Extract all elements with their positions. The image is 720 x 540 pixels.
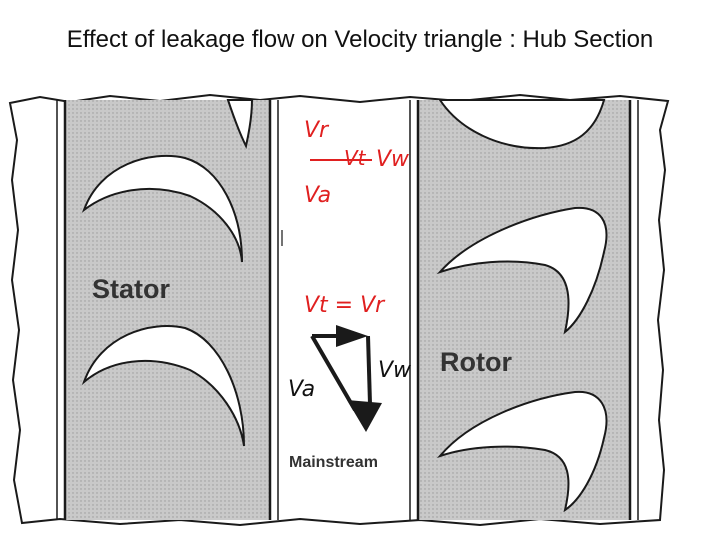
black-annotations: Va Vw xyxy=(288,358,412,402)
velocity-triangle xyxy=(310,325,382,432)
stator-blade-upper xyxy=(81,154,243,263)
rotor-passage xyxy=(409,100,639,520)
stator-label: Stator xyxy=(92,274,171,304)
annotation-vr-top: Vr xyxy=(304,118,330,143)
rotor-blade-middle xyxy=(436,206,608,335)
stator-blade-top-partial xyxy=(226,99,254,149)
annotation-va-bottom: Va xyxy=(288,377,315,402)
annotation-vt-equals-vr: Vt = Vr xyxy=(304,293,386,318)
rotor-blade-bottom xyxy=(436,390,608,513)
annotation-va-top: Va xyxy=(304,183,331,208)
absolute-velocity-arrowhead xyxy=(347,400,382,432)
mainstream-label: Mainstream xyxy=(289,454,378,471)
rotor-blade-top-partial xyxy=(438,99,606,150)
stator-blade-lower xyxy=(81,325,245,447)
relative-velocity-vector xyxy=(366,335,372,405)
slide-title: Effect of leakage flow on Velocity trian… xyxy=(66,26,654,53)
blade-velocity-arrowhead xyxy=(336,325,368,347)
absolute-velocity-vector xyxy=(310,334,357,412)
rotor-label: Rotor xyxy=(440,347,512,377)
annotation-vt-top: Vt xyxy=(344,146,367,170)
annotation-vw-top: Vw xyxy=(376,147,410,172)
red-annotations: Vr Vt Vw Va Vt = Vr xyxy=(304,118,410,318)
annotation-vw-bottom: Vw xyxy=(378,358,412,383)
